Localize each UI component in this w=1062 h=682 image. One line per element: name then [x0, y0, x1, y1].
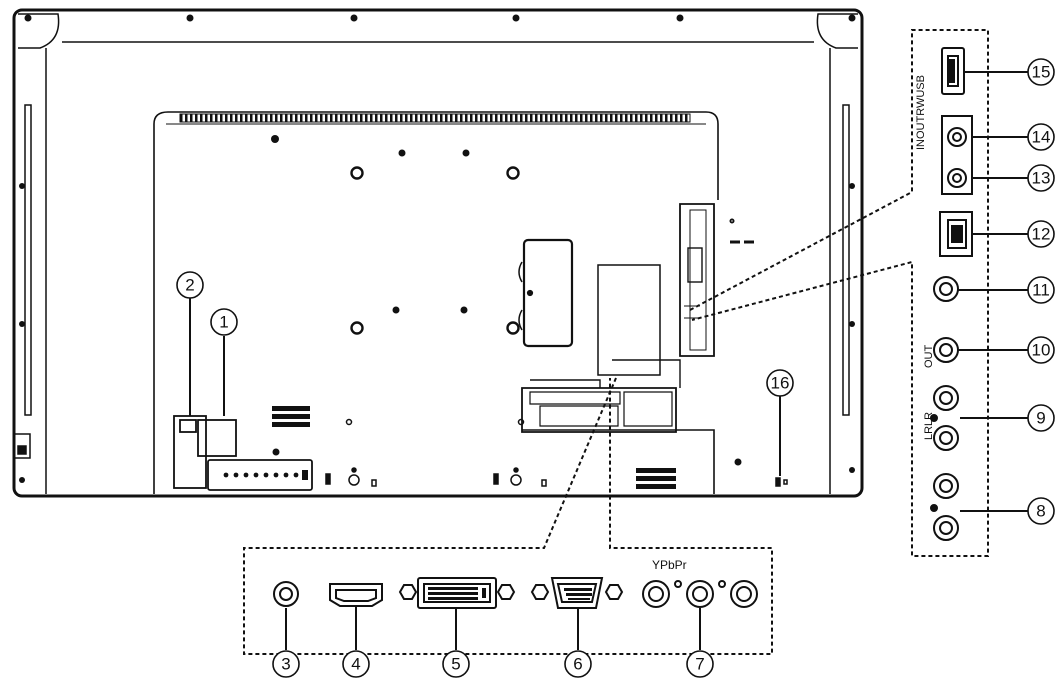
callout-12-number: 12 — [1032, 225, 1051, 244]
vesa-mount-holes — [350, 166, 520, 335]
center-cover — [518, 238, 574, 348]
port-3-av-in — [273, 581, 299, 607]
side-power-connector — [13, 433, 31, 459]
callout-10-number: 10 — [1032, 341, 1051, 360]
callout-10: 10 — [1027, 336, 1055, 364]
callout-15: 15 — [1027, 58, 1055, 86]
label-sticker — [597, 264, 661, 376]
port-15-usb — [941, 47, 965, 95]
bottom-small-connectors — [325, 418, 547, 487]
lrlr-label: LRLR — [923, 412, 935, 440]
label-plate-left — [272, 406, 310, 427]
bottom-io-cluster — [521, 359, 681, 433]
vga-pins — [564, 588, 592, 600]
vertical-port-label: INOUTRWUSB — [915, 75, 927, 150]
callout-12: 12 — [1027, 220, 1055, 248]
callout-4: 4 — [342, 650, 370, 678]
callout-14-number: 14 — [1032, 128, 1051, 147]
callout-1: 1 — [210, 308, 238, 336]
housing-screws — [19, 14, 856, 483]
label-plate-right — [636, 468, 676, 489]
callout-3: 3 — [272, 650, 300, 678]
callout-2-number: 2 — [185, 276, 194, 295]
dashed-leaders — [243, 29, 989, 655]
dvi-pins — [428, 587, 486, 600]
callout-2: 2 — [176, 271, 204, 299]
callout-5-number: 5 — [451, 655, 460, 674]
callout-15-number: 15 — [1032, 63, 1051, 82]
callout-16-number: 16 — [771, 374, 790, 393]
callout-13: 13 — [1027, 164, 1055, 192]
kensington-slot — [775, 477, 788, 487]
callout-7: 7 — [686, 650, 714, 678]
port-7-ypbpr — [642, 580, 758, 608]
callout-9-number: 9 — [1036, 409, 1045, 428]
port-14-rs232-in-out — [941, 115, 973, 195]
port-11-audio-in — [933, 276, 959, 302]
callout-6-number: 6 — [573, 655, 582, 674]
port-8-audio-lr — [930, 473, 959, 541]
port-4-hdmi — [329, 583, 383, 607]
callout-11: 11 — [1027, 276, 1055, 304]
callout-5: 5 — [442, 650, 470, 678]
ypbpr-label: YPbPr — [652, 558, 687, 572]
callout-3-number: 3 — [281, 655, 290, 674]
callout-leaders — [189, 71, 1028, 650]
callout-1-number: 1 — [219, 313, 228, 332]
out-label: OUT — [923, 345, 935, 369]
callout-8-number: 8 — [1036, 502, 1045, 521]
port-9-audio-lr — [930, 385, 959, 451]
port-6-vga — [530, 577, 624, 609]
callout-14: 14 — [1027, 123, 1055, 151]
monitor-housing — [12, 8, 864, 498]
connector-pins — [223, 470, 308, 480]
port-10-audio-out — [933, 337, 959, 363]
callout-4-number: 4 — [351, 655, 360, 674]
side-io-bracket — [679, 203, 756, 357]
callout-7-number: 7 — [695, 655, 704, 674]
callout-13-number: 13 — [1032, 169, 1051, 188]
callout-16: 16 — [766, 369, 794, 397]
callout-9: 9 — [1027, 404, 1055, 432]
power-switch-area — [173, 415, 313, 491]
callout-8: 8 — [1027, 497, 1055, 525]
callout-11-number: 11 — [1032, 281, 1050, 300]
callout-6: 6 — [564, 650, 592, 678]
port-12-rj45 — [939, 211, 973, 257]
